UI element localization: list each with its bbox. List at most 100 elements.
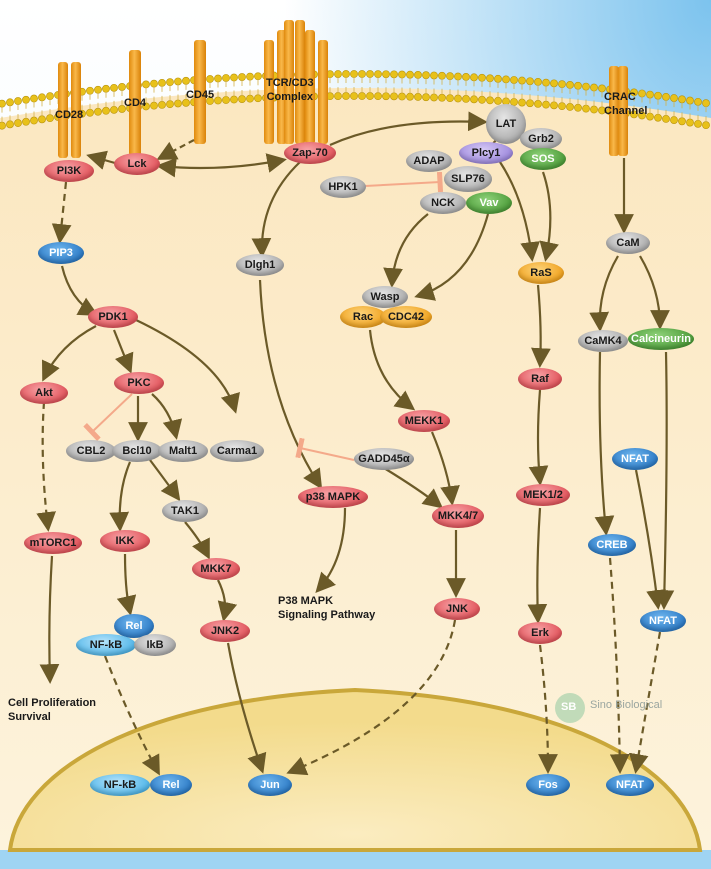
crac-line-1: CRAC — [604, 91, 636, 103]
arrow-mtorc1-outcome — [39, 555, 60, 684]
node-akt: Akt — [20, 382, 68, 404]
arrow-gadd45a-mkk47 — [383, 467, 444, 509]
node-cam: CaM — [606, 232, 650, 254]
node-hpk1: HPK1 — [320, 176, 366, 198]
nucleus — [7, 687, 703, 852]
node-lat: LAT — [486, 104, 526, 144]
arrow-vav-rac — [414, 213, 490, 301]
arrow-jnk2-jun — [226, 642, 267, 774]
arrow-raf-mek12 — [528, 389, 549, 486]
arrow-cam-calcineurin — [639, 255, 670, 330]
arrow-zap70-lat — [329, 111, 488, 147]
cell-membrane — [0, 70, 710, 130]
receptor-cd45 — [194, 40, 206, 144]
label-tcr-cd3-complex: TCR/CD3 Complex — [266, 76, 314, 104]
node-pkc: PKC — [114, 372, 164, 394]
inhibit-hpk1-slp76 — [364, 171, 444, 193]
node-nfkb-cytoplasm: NF-kB — [76, 634, 136, 656]
node-p38mapk: p38 MAPK — [298, 486, 368, 508]
node-fos: Fos — [526, 774, 570, 796]
arrow-nfat-nfat — [634, 469, 666, 610]
arrow-camk4-creb — [594, 351, 615, 536]
arrow-sos-ras — [539, 171, 559, 262]
label-cell-outcome: Cell Proliferation Survival — [8, 696, 96, 724]
node-grb2: Grb2 — [520, 128, 562, 150]
watermark-logo — [555, 693, 585, 723]
node-nck: NCK — [420, 192, 466, 214]
arrow-pdk1-pkc — [112, 329, 134, 374]
node-zap70: Zap-70 — [284, 142, 336, 164]
node-adap: ADAP — [406, 150, 452, 172]
node-wasp: Wasp — [362, 286, 408, 308]
receptor-cd4 — [129, 50, 141, 156]
node-jun: Jun — [248, 774, 292, 796]
arrow-bcl10-ikk — [109, 461, 132, 532]
node-raf: Raf — [518, 368, 562, 390]
node-tak1: TAK1 — [162, 500, 208, 522]
node-rac: Rac — [340, 306, 386, 328]
arrow-mekk1-mkk47 — [430, 431, 460, 506]
outcome-line-1: Cell Proliferation — [8, 697, 97, 709]
node-cbl2: CBL2 — [66, 440, 116, 462]
node-nfkb-nucleus: NF-kB — [90, 774, 150, 796]
node-rel-nucleus: Rel — [150, 774, 192, 796]
arrow-ras-raf — [531, 284, 551, 368]
arrow-zap70-dlgh1 — [251, 161, 301, 258]
inhibit-gadd45a-p38 — [295, 437, 355, 461]
arrow-plcy1-ras — [499, 161, 540, 262]
arrow-p38-pathway — [315, 507, 347, 593]
arrow-nfkb-nucleus — [103, 655, 160, 776]
inhibitory-lines — [83, 171, 444, 461]
arrow-lck-zap70 — [156, 153, 287, 178]
arrow-dlgh1-p38 — [258, 279, 323, 490]
node-lck: Lck — [114, 153, 160, 175]
receptor-crac-channel — [609, 66, 628, 156]
arrow-nck-wasp — [383, 213, 429, 288]
arrow-calcineurin-nfat — [654, 351, 675, 610]
arrow-erk-fos — [538, 644, 558, 774]
label-cd28: CD28 — [55, 109, 84, 121]
node-nfat-cytoplasm: NFAT — [612, 448, 658, 470]
node-pi3k: PI3K — [44, 160, 94, 182]
node-calcineurin: Calcineurin — [628, 328, 694, 350]
node-mek12: MEK1/2 — [516, 484, 570, 506]
node-jnk2: JNK2 — [200, 620, 250, 642]
arrow-tak1-mkk7 — [184, 521, 210, 560]
node-vav: Vav — [466, 192, 512, 214]
p38-line-1: P38 MAPK — [278, 595, 334, 607]
arrow-rac-mekk1 — [368, 329, 416, 411]
arrow-pdk1-akt — [42, 325, 97, 382]
arrow-bcl10-tak1 — [149, 459, 181, 502]
label-crac-channel: CRAC Channel — [604, 90, 647, 118]
arrow-mek12-erk — [527, 507, 548, 624]
p38-line-2: Signaling Pathway — [278, 609, 376, 621]
node-malt1: Malt1 — [158, 440, 208, 462]
node-erk: Erk — [518, 622, 562, 644]
arrow-ikk-rel — [116, 553, 137, 616]
node-carma1: Carma1 — [210, 440, 264, 462]
arrow-akt-mtorc1 — [36, 401, 56, 532]
node-sos: SOS — [520, 148, 566, 170]
node-mekk1: MEKK1 — [398, 410, 450, 432]
node-mkk47: MKK4/7 — [432, 504, 484, 528]
node-gadd45a: GADD45α — [354, 448, 414, 470]
arrow-creb-nucleus — [608, 557, 630, 774]
arrow-lck-pi3k — [86, 150, 116, 170]
crac-line-2: Channel — [604, 105, 648, 117]
node-ikk: IKK — [100, 530, 150, 552]
inhibit-pkc-cbl2 — [83, 393, 133, 441]
arrow-mkk7-jnk2 — [217, 579, 238, 622]
tcr-line-1: TCR/CD3 — [266, 77, 314, 89]
node-dlgh1: Dlgh1 — [236, 254, 284, 276]
node-bcl10: Bcl10 — [112, 440, 162, 462]
node-pdk1: PDK1 — [88, 306, 138, 328]
node-camk4: CaMK4 — [578, 330, 628, 352]
node-nfat-nucleus: NFAT — [606, 774, 654, 796]
node-ikb: IkB — [134, 634, 176, 656]
tcr-line-2: Complex — [266, 91, 314, 103]
label-cd45: CD45 — [186, 89, 215, 101]
node-pip3: PIP3 — [38, 242, 84, 264]
node-mtorc1: mTORC1 — [24, 532, 82, 554]
